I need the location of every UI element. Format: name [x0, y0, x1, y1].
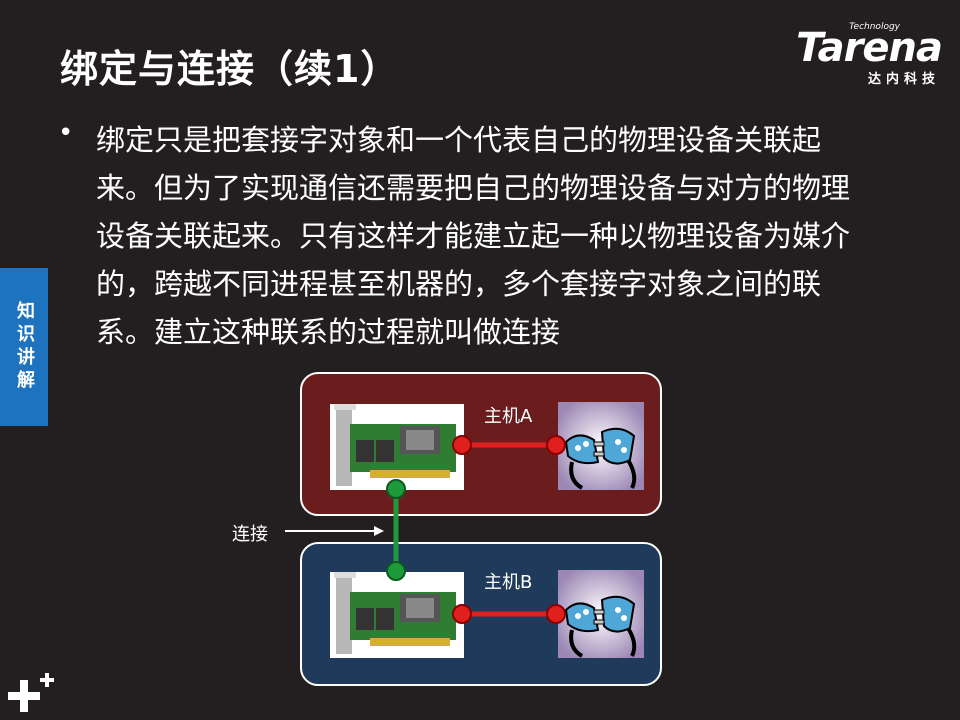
plus-icon — [8, 673, 54, 712]
logo-chinese: 达内科技 — [867, 72, 940, 87]
logo-wordmark: Tarena — [796, 25, 943, 71]
host-b-card-node — [452, 604, 472, 624]
arrow-head-icon — [374, 526, 384, 536]
side-tab[interactable]: 知识讲解 — [0, 268, 48, 426]
host-a-card-node — [452, 435, 472, 455]
host-b-label: 主机B — [484, 572, 533, 593]
tarena-logo: Technology Tarena 达内科技 — [777, 22, 943, 87]
host-a-label: 主机A — [484, 406, 533, 427]
plug-image-b — [558, 570, 644, 658]
host-b-plug-node — [546, 604, 566, 624]
bullet-marker: • — [58, 118, 74, 148]
host-a-plug-node — [546, 435, 566, 455]
network-card-b — [330, 572, 464, 658]
bullet-text: 绑定只是把套接字对象和一个代表自己的物理设备关联起来。但为了实现通信还需要把自己… — [96, 123, 851, 349]
host-b-remote-node — [386, 561, 406, 581]
slide-title: 绑定与连接（续1） — [60, 47, 400, 91]
host-a-remote-node — [386, 479, 406, 499]
bullet-list: • 绑定只是把套接字对象和一个代表自己的物理设备关联起来。但为了实现通信还需要把… — [58, 116, 878, 356]
side-tab-label: 知识讲解 — [14, 301, 35, 393]
logo-tagline: Technology — [849, 22, 900, 32]
connection-label: 连接 — [232, 524, 268, 545]
plug-image-a — [558, 402, 644, 490]
network-card-a — [330, 404, 464, 490]
